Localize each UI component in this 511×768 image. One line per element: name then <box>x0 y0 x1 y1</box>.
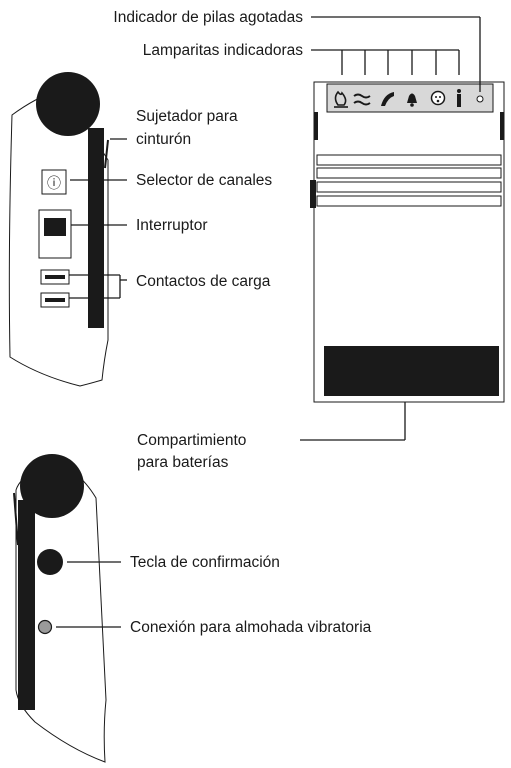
leader-lines-bottom-left <box>56 561 121 628</box>
fire-icon <box>334 90 348 108</box>
confirm-key-label: Tecla de confirmación <box>130 554 280 571</box>
person-icon <box>457 89 461 107</box>
battery-low-icon <box>476 95 484 103</box>
top-knob-2 <box>20 454 84 518</box>
belt-clip <box>88 128 104 328</box>
belt-clip-2 <box>18 500 35 710</box>
leader-lines-front <box>300 16 481 441</box>
vibration-pad-label: Conexión para almohada vibratoria <box>130 619 372 636</box>
charge-contact-1-bar <box>45 275 65 279</box>
grille-slot-4 <box>316 195 502 207</box>
belt-clip-label-2: cinturón <box>136 131 191 148</box>
belt-clip-tab <box>104 139 109 169</box>
grille-slot-1 <box>316 154 502 166</box>
leader-lines-top-left <box>69 138 127 299</box>
battery-compartment-label-2: para baterías <box>137 454 229 471</box>
device-body-outline-2 <box>15 465 107 763</box>
charge-contacts-label: Contactos de carga <box>136 273 271 290</box>
bell-icon <box>407 93 417 107</box>
channel-selector-label: Selector de canales <box>136 172 272 189</box>
switch-label: Interruptor <box>136 217 208 234</box>
water-icon <box>353 93 371 106</box>
indicator-lamps-label: Lamparitas indicadoras <box>143 42 304 59</box>
battery-compartment[interactable] <box>324 346 499 396</box>
battery-compartment-label-1: Compartimiento <box>137 432 246 449</box>
left-edge-mark-top <box>314 112 318 140</box>
channel-selector-icon: ⓘ <box>47 176 61 192</box>
vibration-pad-port[interactable] <box>37 619 53 635</box>
right-edge-mark-top <box>500 112 504 140</box>
top-knob <box>36 72 100 136</box>
battery-indicator-label: Indicador de pilas agotadas <box>113 9 303 26</box>
side-view-right <box>13 454 107 763</box>
belt-clip-tab-2 <box>13 492 19 546</box>
front-view <box>310 81 505 403</box>
grille-slot-2 <box>316 167 502 179</box>
baby-icon <box>430 90 446 106</box>
side-view-left: ⓘ <box>8 72 109 387</box>
belt-clip-label-1: Sujetador para <box>136 108 238 125</box>
confirm-key[interactable] <box>37 549 63 575</box>
charge-contact-2-bar <box>45 298 65 302</box>
side-key-left[interactable] <box>310 180 316 208</box>
power-switch[interactable] <box>44 218 66 236</box>
grille-slot-3 <box>316 181 502 193</box>
channel-selector[interactable] <box>41 169 67 195</box>
phone-icon <box>381 92 394 106</box>
